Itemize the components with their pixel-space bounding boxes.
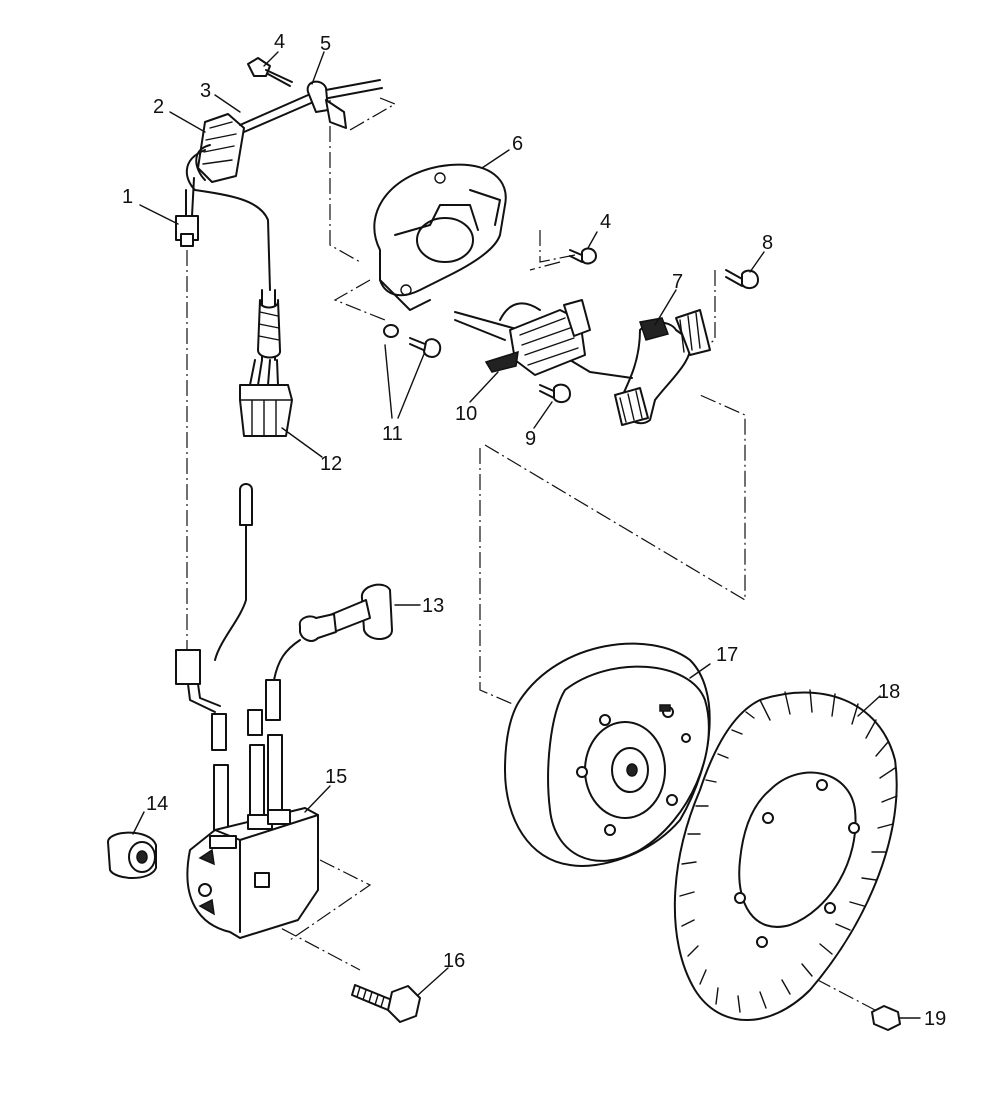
callout-8: 8 [762,232,773,254]
charging-coil-part-10 [454,299,633,379]
callout-17: 17 [716,644,738,666]
callout-4-top: 4 [274,31,285,53]
screw-washer-part-11 [383,324,442,358]
connector-block-part-12 [239,384,293,437]
screw-part-4-mid [569,247,597,265]
callout-9: 9 [525,428,536,450]
callout-10: 10 [455,403,477,425]
callout-5: 5 [320,33,331,55]
regulator-part-2 [197,113,245,183]
bolt-part-4-top [247,57,293,87]
callout-18: 18 [878,681,900,703]
callout-3: 3 [200,80,211,102]
stator-plate-part-6 [373,163,507,311]
callout-16: 16 [443,950,465,972]
spacer-part-14 [107,831,157,879]
clamp-part-5 [306,80,347,129]
callout-1: 1 [122,186,133,208]
callout-12: 12 [320,453,342,475]
cooling-fan-part-18 [673,689,898,1021]
callout-13: 13 [422,595,444,617]
callout-11: 11 [382,423,403,445]
callout-leader-lines [132,51,921,1019]
flywheel-part-17 [504,642,711,867]
callout-19: 19 [924,1008,946,1030]
callout-4-mid: 4 [600,211,611,233]
callout-7: 7 [672,271,683,293]
connector-part-1 [175,177,199,247]
bolt-part-16 [351,984,421,1023]
callout-14: 14 [146,793,168,815]
screw-part-9 [539,383,571,404]
screw-part-8 [725,269,759,290]
pulser-coil-part-7 [614,309,711,426]
lead-wires [175,483,283,841]
callout-numbers: 1 2 3 4 5 6 4 7 8 9 10 11 12 13 14 15 16… [122,31,946,1030]
ignition-coil-part-15 [186,807,319,939]
callout-15: 15 [325,766,347,788]
bolt-part-19 [871,1005,901,1031]
spark-plug-cap-part-13 [273,583,393,681]
callout-6: 6 [512,133,523,155]
callout-2: 2 [153,96,164,118]
